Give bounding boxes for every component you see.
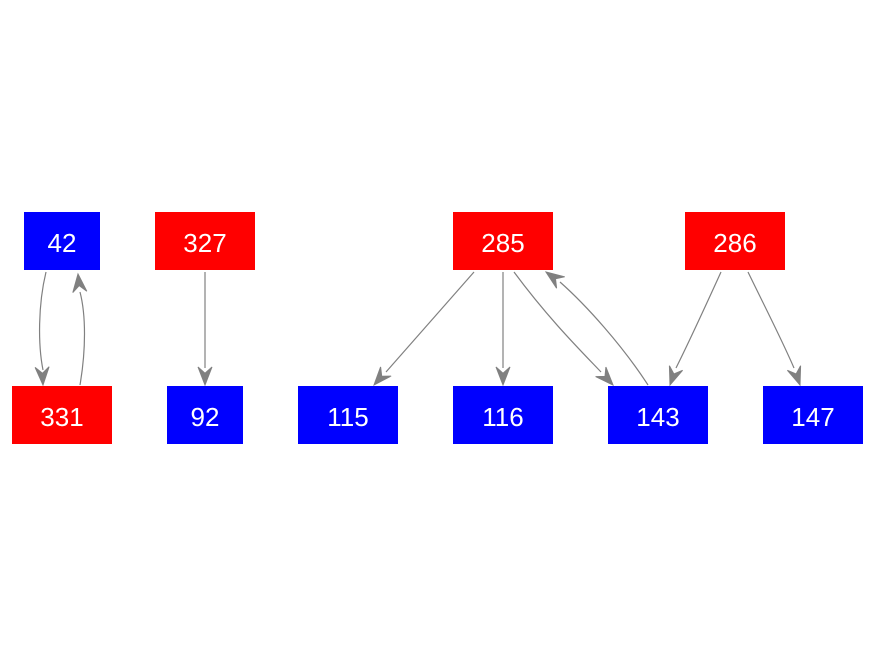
node-box	[24, 212, 100, 270]
node-label: 327	[183, 228, 226, 258]
node-92[interactable]: 92	[167, 386, 243, 444]
arrowhead	[197, 366, 213, 387]
arrowhead	[373, 366, 392, 387]
edge-285-to-116	[495, 272, 511, 387]
edge-286-to-147	[747, 271, 802, 387]
arrowhead	[495, 366, 511, 387]
node-label: 286	[713, 228, 756, 258]
edge-line	[747, 271, 795, 369]
edges-layer	[34, 271, 802, 387]
node-147[interactable]: 147	[763, 386, 863, 444]
arrowhead	[668, 365, 683, 387]
edge-331-to-42	[72, 272, 88, 386]
edge-line	[385, 271, 475, 373]
node-box	[685, 212, 785, 270]
nodes-layer: 42 331 327 92 285 286 115 116 143 147	[12, 212, 863, 444]
edge-143-to-285	[544, 271, 649, 386]
arrowhead	[72, 272, 88, 293]
node-label: 115	[327, 402, 368, 432]
node-box	[763, 386, 863, 444]
edge-286-to-143	[668, 271, 722, 387]
arrowhead	[34, 366, 50, 387]
edge-42-to-331	[34, 271, 50, 387]
edge-327-to-92	[197, 272, 213, 387]
edge-line	[38, 271, 47, 371]
node-label: 42	[48, 228, 77, 258]
arrowhead	[595, 366, 614, 387]
edge-line	[559, 281, 649, 386]
edge-line	[79, 291, 86, 386]
node-143[interactable]: 143	[608, 386, 708, 444]
node-box	[608, 386, 708, 444]
node-286[interactable]: 286	[685, 212, 785, 270]
node-label: 331	[40, 402, 83, 432]
node-box	[12, 386, 112, 444]
node-label: 116	[482, 402, 523, 432]
node-285[interactable]: 285	[453, 212, 553, 270]
node-115[interactable]: 115	[298, 386, 398, 444]
node-box	[167, 386, 243, 444]
arrowhead	[787, 365, 802, 387]
node-116[interactable]: 116	[453, 386, 553, 444]
edge-line	[513, 271, 602, 373]
edge-line	[675, 271, 722, 369]
edge-285-to-115	[373, 271, 475, 387]
node-box	[298, 386, 398, 444]
arrowhead	[544, 271, 565, 289]
node-box	[453, 212, 553, 270]
node-label: 92	[191, 402, 220, 432]
node-box	[155, 212, 255, 270]
node-42[interactable]: 42	[24, 212, 100, 270]
node-label: 285	[481, 228, 524, 258]
node-box	[453, 386, 553, 444]
node-label: 147	[791, 402, 834, 432]
node-327[interactable]: 327	[155, 212, 255, 270]
edge-285-to-143	[513, 271, 614, 387]
node-label: 143	[636, 402, 679, 432]
node-331[interactable]: 331	[12, 386, 112, 444]
